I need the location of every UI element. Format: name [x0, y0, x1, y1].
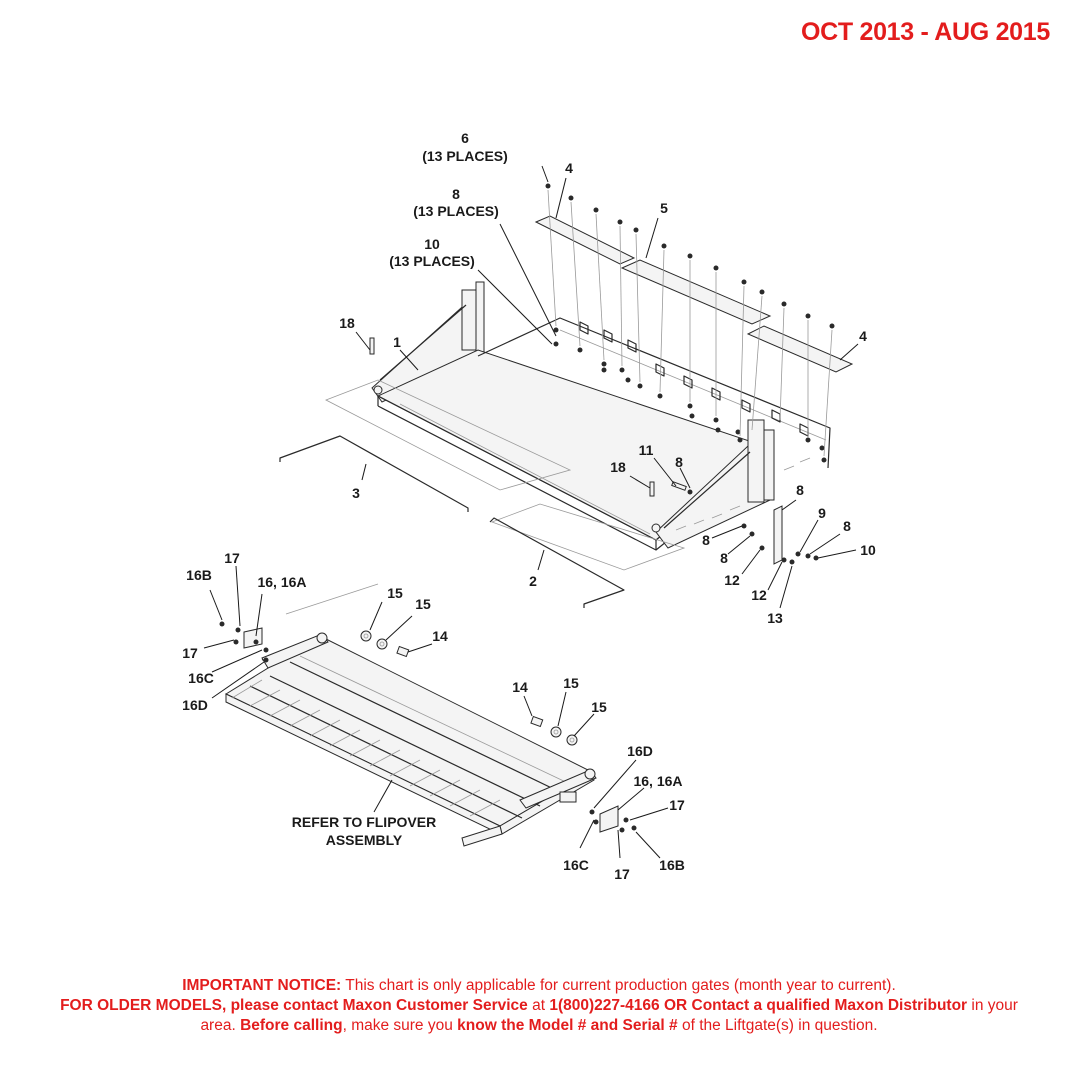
callout-16d-left: 16D	[182, 697, 208, 713]
callout-11: 11	[639, 442, 654, 458]
callout-15-b: 15	[415, 596, 431, 612]
callout-9: 9	[818, 505, 826, 521]
callout-10-13-places: 10(13 PLACES)	[389, 236, 475, 269]
callout-17-a: 17	[224, 550, 240, 566]
callout-labels: 6(13 PLACES) 8(13 PLACES) 10(13 PLACES) …	[182, 130, 876, 882]
notice-before-calling: Before calling	[240, 1017, 343, 1034]
callout-18-left: 18	[339, 315, 355, 331]
callout-8-13-places: 8(13 PLACES)	[413, 186, 499, 219]
callout-16b-right: 16B	[659, 857, 685, 873]
callout-2: 2	[529, 573, 537, 589]
callout-5: 5	[660, 200, 668, 216]
right-bracket-hardware	[671, 481, 819, 565]
washers-pins	[360, 630, 578, 746]
callout-18-right: 18	[610, 459, 626, 475]
callout-8-a: 8	[675, 454, 683, 470]
callout-16c-right: 16C	[563, 857, 589, 873]
callout-10: 10	[860, 542, 876, 558]
exploded-parts-diagram: 6(13 PLACES) 8(13 PLACES) 10(13 PLACES) …	[182, 130, 876, 882]
callout-3: 3	[352, 485, 360, 501]
callout-16-16a-right: 16, 16A	[633, 773, 682, 789]
important-notice: IMPORTANT NOTICE: This chart is only app…	[60, 976, 1018, 1036]
callout-16-16a-left: 16, 16A	[257, 574, 306, 590]
callout-1: 1	[393, 334, 401, 350]
notice-older-models: FOR OLDER MODELS, please contact Maxon C…	[60, 997, 528, 1014]
notice-end: of the Liftgate(s) in question.	[677, 1017, 878, 1034]
callout-15-a: 15	[387, 585, 403, 601]
callout-15-d: 15	[591, 699, 607, 715]
callout-6: 6(13 PLACES)	[422, 130, 508, 164]
notice-phone: 1(800)227-4166 OR Contact a qualified Ma…	[549, 997, 968, 1014]
callout-17-c: 17	[669, 797, 685, 813]
mounting-plates	[534, 215, 854, 373]
leader-lines	[203, 165, 859, 859]
shafts	[279, 379, 686, 615]
callout-8-b: 8	[796, 482, 804, 498]
callout-12-a: 12	[724, 572, 740, 588]
callout-8-d: 8	[702, 532, 710, 548]
callout-4-right: 4	[859, 328, 867, 344]
callout-15-c: 15	[563, 675, 579, 691]
callout-14-a: 14	[432, 628, 448, 644]
notice-important-label: IMPORTANT NOTICE:	[182, 977, 342, 994]
bolt-array	[545, 183, 835, 463]
callout-4-left: 4	[565, 160, 573, 176]
callout-17-d: 17	[614, 866, 630, 882]
platform-assembly	[369, 281, 831, 551]
callout-16b-left: 16B	[186, 567, 212, 583]
callout-17-b: 17	[182, 645, 198, 661]
hinge-brackets	[219, 621, 637, 833]
callout-16d-right: 16D	[627, 743, 653, 759]
date-range-title: OCT 2013 - AUG 2015	[800, 18, 1050, 46]
callout-8-c: 8	[843, 518, 851, 534]
callout-8-e: 8	[720, 550, 728, 566]
notice-make-sure: , make sure you	[342, 1017, 458, 1034]
notice-important-text: This chart is only applicable for curren…	[341, 977, 896, 994]
callout-16c-left: 16C	[188, 670, 214, 686]
notice-model-serial: know the Model # and Serial #	[457, 1017, 678, 1034]
flipover-assembly	[224, 632, 597, 847]
callout-12-b: 12	[751, 587, 767, 603]
notice-at: at	[527, 997, 550, 1014]
callout-14-b: 14	[512, 679, 528, 695]
notice-area: in your area.	[200, 997, 1018, 1034]
callout-13: 13	[767, 610, 783, 626]
